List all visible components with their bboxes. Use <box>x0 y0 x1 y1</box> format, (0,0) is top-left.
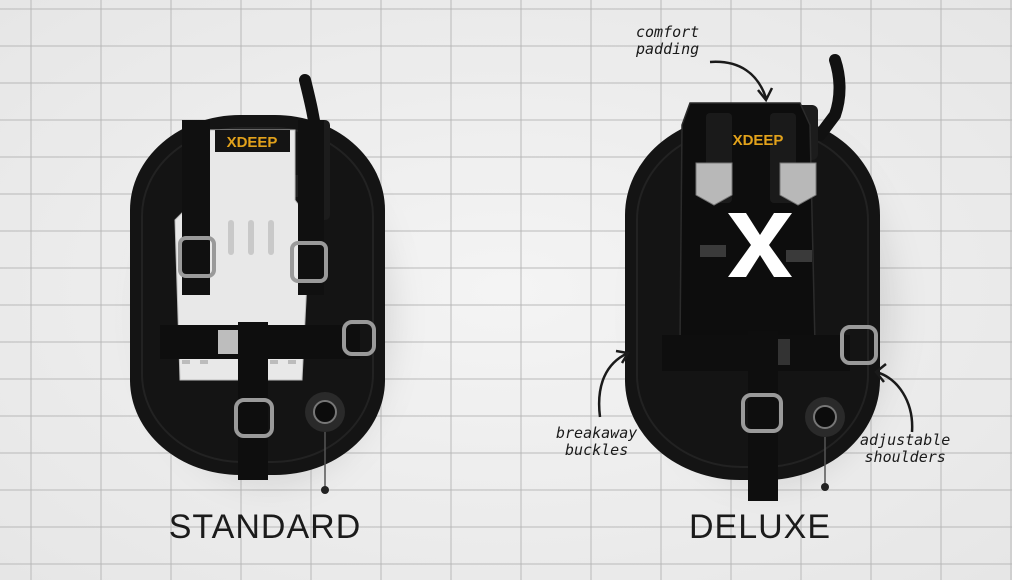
deluxe-x-logo <box>728 213 792 277</box>
standard-caption: STANDARD <box>168 508 362 546</box>
deluxe-caption: DELUXE <box>688 508 832 546</box>
breakaway-buckles-note: breakaway buckles <box>556 424 638 459</box>
standard-brand-logo: XDEEP <box>227 134 278 151</box>
deluxe-d-ring-right <box>840 325 878 365</box>
comfort-padding-arrow-icon <box>709 60 774 103</box>
deluxe-brand-logo: XDEEP <box>733 132 784 149</box>
standard-harness-image: XDEEP <box>130 74 385 494</box>
breakaway-buckles-arrow-icon <box>597 349 631 418</box>
deluxe-shoulder-buckle-left <box>695 162 733 206</box>
deluxe-shoulder-buckle-right <box>779 162 817 206</box>
adjustable-shoulders-arrow-icon <box>874 363 914 433</box>
deluxe-inflator-hose <box>814 54 846 141</box>
comfort-padding-note: comfort padding <box>636 23 700 58</box>
deluxe-harness-image: XDEEP <box>625 54 880 501</box>
adjustable-shoulders-note: adjustable shoulders <box>860 431 951 466</box>
